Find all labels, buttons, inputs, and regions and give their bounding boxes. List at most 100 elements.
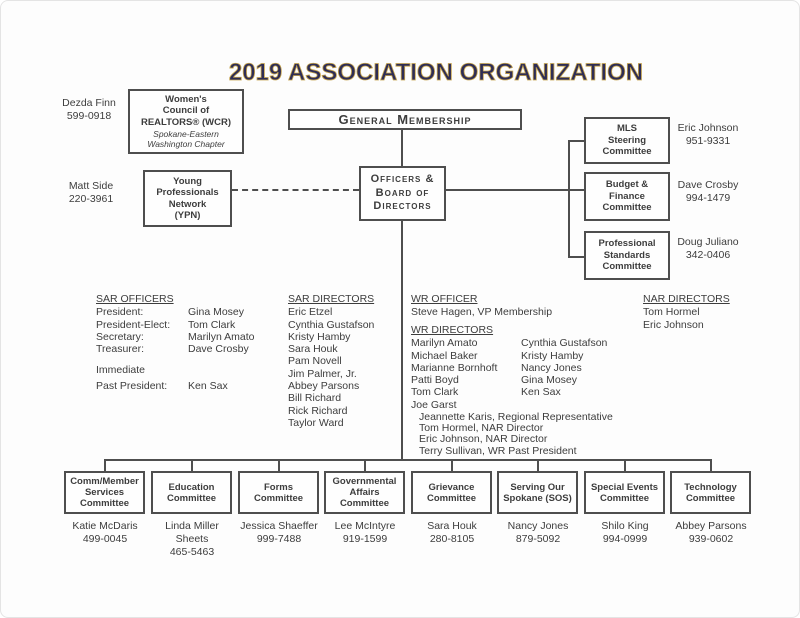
connector-drop-2 bbox=[191, 459, 193, 471]
connector-stub-standards bbox=[568, 256, 584, 258]
officers-board-label: Officers & Board of Directors bbox=[370, 173, 435, 213]
professional-standards-box: Professional Standards Committee bbox=[584, 231, 670, 280]
director-name: Abbey Parsons bbox=[288, 380, 360, 393]
committee-contact: Nancy Jones 879-5092 bbox=[507, 520, 569, 545]
wr-directors-heading: WR DIRECTORS bbox=[411, 324, 494, 336]
committee-label: Grievance Committee bbox=[426, 481, 477, 504]
connector-officers-right bbox=[446, 189, 584, 191]
director-name: Joe Garst bbox=[411, 398, 457, 411]
ypn-box: Young Professionals Network (YPN) bbox=[143, 170, 232, 227]
officer-name: Marilyn Amato bbox=[188, 330, 255, 343]
wr-appointees-list: Jeannette Karis, Regional Representative… bbox=[419, 411, 649, 457]
connector-drop-4 bbox=[364, 459, 366, 471]
officer-name: Gina Mosey bbox=[188, 306, 245, 319]
director-name: Sara Houk bbox=[288, 343, 338, 356]
committee-contact: Linda Miller Sheets 465-5463 bbox=[165, 520, 219, 558]
committee-box-technology: Technology Committee bbox=[670, 471, 751, 514]
wcr-box-label: Women's Council of REALTORS® (WCR) bbox=[140, 93, 232, 128]
committee-box-forms: Forms Committee bbox=[238, 471, 319, 514]
officer-role: President-Elect: bbox=[96, 318, 171, 331]
director-name: Jim Palmer, Jr. bbox=[288, 367, 357, 380]
director-name: Eric Johnson bbox=[643, 318, 704, 331]
committee-box-special-events: Special Events Committee bbox=[584, 471, 665, 514]
committee-box-sos: Serving Our Spokane (SOS) bbox=[497, 471, 578, 514]
wr-officer-list: WR OFFICER Steve Hagen, VP Membership bbox=[411, 293, 631, 319]
professional-standards-label: Professional Standards Committee bbox=[598, 238, 656, 273]
standards-contact: Doug Juliano 342-0406 bbox=[677, 236, 739, 261]
committee-label: Governmental Affairs Committee bbox=[332, 476, 397, 509]
wr-officer-name: Steve Hagen, VP Membership bbox=[411, 306, 553, 319]
appointee-name: Terry Sullivan, WR Past President bbox=[419, 444, 577, 457]
sar-directors-list: SAR DIRECTORS Eric Etzel Cynthia Gustafs… bbox=[288, 293, 393, 429]
connector-gm-officers bbox=[401, 130, 403, 166]
appointee-name: Tom Hormel, NAR Director bbox=[419, 422, 544, 435]
officer-role: Secretary: bbox=[96, 330, 144, 343]
officer-name: Ken Sax bbox=[188, 379, 228, 392]
director-name: Marianne Bornhoft bbox=[411, 361, 498, 374]
committee-contact: Abbey Parsons 939-0602 bbox=[675, 520, 747, 545]
wcr-box: Women's Council of REALTORS® (WCR) Spoka… bbox=[128, 89, 244, 154]
sar-officers-list: SAR OFFICERS President:Gina Mosey Presid… bbox=[96, 293, 281, 392]
connector-drop-6 bbox=[537, 459, 539, 471]
committee-label: Forms Committee bbox=[253, 481, 304, 504]
director-name: Nancy Jones bbox=[521, 361, 582, 374]
budget-finance-box: Budget & Finance Committee bbox=[584, 172, 670, 221]
director-name: Cynthia Gustafson bbox=[288, 318, 375, 331]
officers-board-box: Officers & Board of Directors bbox=[359, 166, 446, 221]
connector-right-bracket bbox=[568, 140, 570, 258]
mls-steering-label: MLS Steering Committee bbox=[602, 123, 652, 158]
committee-label: Comm/Member Services Committee bbox=[70, 476, 139, 509]
ypn-box-label: Young Professionals Network (YPN) bbox=[156, 175, 219, 222]
officer-name: Dave Crosby bbox=[188, 343, 249, 356]
director-name: Kristy Hamby bbox=[521, 349, 584, 362]
director-name: Rick Richard bbox=[288, 404, 348, 417]
budget-finance-label: Budget & Finance Committee bbox=[602, 179, 652, 214]
ypn-contact: Matt Side 220-3961 bbox=[68, 180, 114, 205]
connector-drop-5 bbox=[451, 459, 453, 471]
officer-role: Treasurer: bbox=[96, 343, 145, 356]
committee-label: Serving Our Spokane (SOS) bbox=[503, 481, 572, 504]
wcr-contact: Dezda Finn 599-0918 bbox=[62, 97, 116, 122]
wr-officer-heading: WR OFFICER bbox=[411, 293, 478, 305]
connector-ypn-officers-dashed bbox=[232, 189, 359, 191]
nar-directors-heading: NAR DIRECTORS bbox=[643, 293, 730, 305]
director-name: Patti Boyd bbox=[411, 374, 459, 387]
director-name: Tom Hormel bbox=[643, 306, 700, 319]
director-name: Michael Baker bbox=[411, 349, 478, 362]
director-name: Marilyn Amato bbox=[411, 337, 478, 350]
committee-label: Special Events Committee bbox=[590, 481, 659, 504]
director-name: Tom Clark bbox=[411, 386, 459, 399]
wr-directors-list: WR DIRECTORS Marilyn Amato Michael Baker… bbox=[411, 324, 631, 411]
chart-title: 2019 ASSOCIATION ORGANIZATION bbox=[228, 59, 644, 87]
director-name: Kristy Hamby bbox=[288, 330, 351, 343]
connector-bottom-rail bbox=[104, 459, 712, 461]
committee-contact: Jessica Shaeffer 999-7488 bbox=[240, 520, 318, 545]
connector-drop-1 bbox=[104, 459, 106, 471]
director-name: Taylor Ward bbox=[288, 416, 344, 429]
budget-contact: Dave Crosby 994-1479 bbox=[677, 179, 739, 204]
committee-label: Technology Committee bbox=[684, 481, 737, 504]
officer-role: Past President: bbox=[96, 379, 168, 392]
director-name: Pam Novell bbox=[288, 355, 342, 368]
director-name: Bill Richard bbox=[288, 392, 342, 405]
committee-contact: Katie McDaris 499-0045 bbox=[72, 520, 138, 545]
connector-drop-7 bbox=[624, 459, 626, 471]
connector-drop-8 bbox=[710, 459, 712, 471]
wcr-box-subtitle: Spokane-Eastern Washington Chapter bbox=[147, 129, 225, 150]
director-name: Ken Sax bbox=[521, 386, 561, 399]
director-name: Gina Mosey bbox=[521, 374, 578, 387]
director-name: Cynthia Gustafson bbox=[521, 337, 608, 350]
director-name: Eric Etzel bbox=[288, 306, 333, 319]
committee-contact: Lee McIntyre 919-1599 bbox=[334, 520, 396, 545]
committee-box-education: Education Committee bbox=[151, 471, 232, 514]
nar-directors-list: NAR DIRECTORS Tom Hormel Eric Johnson bbox=[643, 293, 753, 331]
connector-officers-committees bbox=[401, 221, 403, 460]
appointee-name: Jeannette Karis, Regional Representative bbox=[419, 411, 613, 423]
general-membership-label: General Membership bbox=[338, 112, 472, 127]
officer-role: President: bbox=[96, 306, 144, 319]
committee-box-comm-member: Comm/Member Services Committee bbox=[64, 471, 145, 514]
general-membership-box: General Membership bbox=[288, 109, 522, 130]
sar-directors-heading: SAR DIRECTORS bbox=[288, 293, 375, 305]
committee-label: Education Committee bbox=[166, 481, 217, 504]
